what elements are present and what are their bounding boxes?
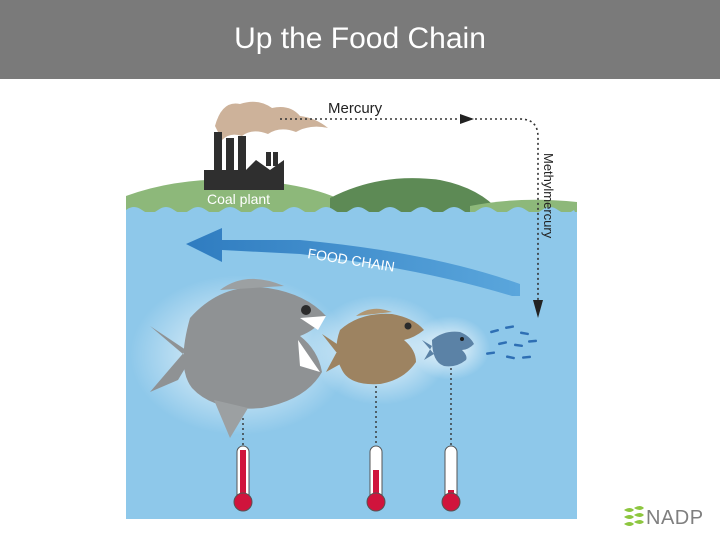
hill-light <box>126 179 360 212</box>
methylmercury-label: Methylmercury <box>541 153 556 239</box>
title-bar <box>0 0 720 79</box>
medium-fish-icon <box>322 308 424 385</box>
mercury-label: Mercury <box>328 100 383 117</box>
thermometer-medium-icon <box>366 445 386 512</box>
mercury-arrowhead <box>460 114 474 124</box>
methylmercury-arrowhead <box>533 300 543 318</box>
smoke-icon <box>215 101 328 140</box>
food-chain-arrow <box>186 228 520 296</box>
nadp-logo-text: NADP <box>646 507 704 529</box>
water-surface <box>126 207 577 216</box>
mercury-path <box>280 118 539 302</box>
plankton-icon <box>486 325 538 360</box>
large-fish-icon <box>150 278 326 438</box>
coal-plant-label: Coal plant <box>207 191 270 207</box>
thermometer-high-icon <box>233 445 253 512</box>
slide-title: Up the Food Chain <box>234 22 486 55</box>
factory-icon <box>204 132 284 190</box>
thermometer-low-icon <box>441 445 461 512</box>
nadp-logo-icon <box>624 506 644 526</box>
small-fish-icon <box>422 331 474 367</box>
hill-dark <box>330 178 500 212</box>
